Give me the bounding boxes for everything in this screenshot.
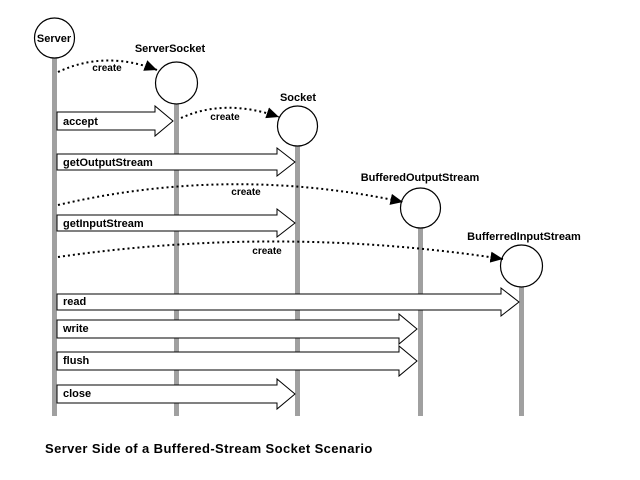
create-bufferedoutputstream-label: create	[231, 187, 261, 198]
write-message-label: write	[62, 323, 89, 335]
create-serversocket-label: create	[92, 63, 122, 74]
lifeline-server	[52, 58, 57, 416]
getinputstream-message-arrow	[56, 207, 296, 239]
create-bufferredinputstream-arrow	[57, 240, 504, 263]
lifeline-serversocket	[174, 104, 179, 416]
server-label: Server	[37, 33, 72, 45]
bufferredinputstream-object-circle	[499, 244, 544, 288]
read-message-arrow	[56, 286, 520, 318]
accept-message-arrow	[56, 104, 174, 138]
read-message-label: read	[63, 296, 86, 308]
create-socket-arrow	[180, 106, 280, 119]
bufferredinputstream-label: BufferredInputStream	[467, 231, 581, 243]
accept-message-label: accept	[63, 116, 98, 128]
create-socket-label: create	[210, 112, 240, 123]
create-serversocket-arrow	[57, 59, 158, 73]
bufferedoutputstream-object-circle	[399, 187, 442, 229]
getinputstream-message-label: getInputStream	[63, 218, 144, 230]
serversocket-label: ServerSocket	[135, 43, 206, 55]
create-bufferedoutputstream-arrow	[57, 183, 404, 206]
getoutputstream-message-arrow	[56, 146, 296, 178]
close-message-arrow	[56, 377, 296, 411]
create-bufferredinputstream-label: create	[252, 246, 282, 257]
lifeline-bufferredinputstream	[519, 286, 524, 416]
lifeline-bufferedoutputstream	[418, 228, 423, 416]
flush-message-label: flush	[63, 355, 90, 367]
server-object-circle	[33, 17, 76, 59]
getoutputstream-message-label: getOutputStream	[63, 157, 153, 169]
socket-object-circle	[276, 105, 319, 147]
diagram-caption: Server Side of a Buffered-Stream Socket …	[45, 441, 373, 456]
serversocket-object-circle	[154, 61, 199, 105]
lifeline-socket	[295, 146, 300, 416]
socket-label: Socket	[280, 92, 316, 104]
bufferedoutputstream-label: BufferedOutputStream	[361, 172, 480, 184]
close-message-label: close	[63, 388, 91, 400]
flush-message-arrow	[56, 344, 418, 378]
write-message-arrow	[56, 312, 418, 346]
